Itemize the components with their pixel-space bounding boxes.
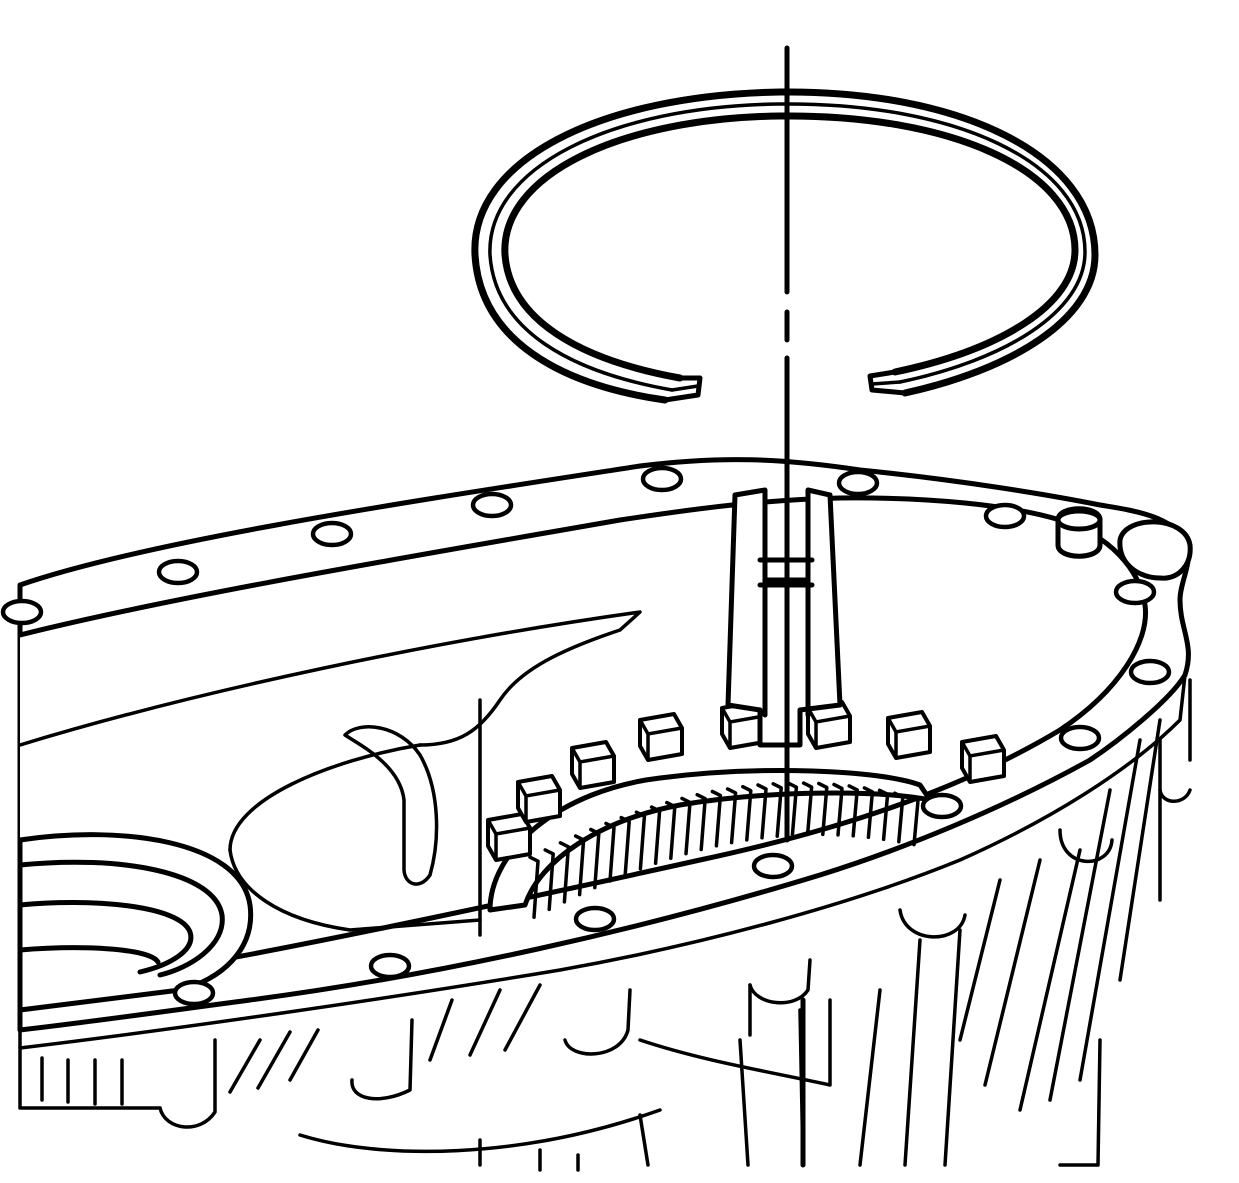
- spline-tooth: [786, 781, 799, 837]
- spline-tooth: [558, 841, 571, 904]
- bolt-hole: [470, 491, 514, 519]
- bearing-lug-set: [486, 700, 1006, 862]
- spline-tooth: [862, 786, 875, 840]
- bolt-hole: [156, 558, 200, 586]
- bolt-hole: [983, 502, 1027, 530]
- spline-tooth: [756, 783, 768, 840]
- spline-tooth: [710, 789, 723, 848]
- bearing-lug: [960, 734, 1006, 784]
- spline-tooth: [817, 781, 829, 837]
- bolt-hole: [0, 598, 44, 626]
- bearing-lug: [516, 774, 562, 824]
- spline-tooth: [543, 848, 555, 912]
- bolt-hole: [751, 852, 795, 880]
- bolt-hole: [1128, 658, 1172, 686]
- spline-tooth: [771, 782, 783, 838]
- bolt-hole: [1113, 578, 1157, 606]
- bolt-hole: [310, 520, 354, 548]
- bearing-lug: [570, 740, 616, 790]
- spline-tooth: [589, 827, 601, 890]
- bearing-lug: [886, 710, 932, 760]
- spline-tooth: [528, 855, 540, 919]
- spline-tooth: [877, 788, 890, 842]
- spline-tooth: [832, 782, 844, 837]
- spline-tooth: [619, 815, 631, 877]
- left-bearing-bore: [17, 832, 254, 1013]
- spline-tooth: [695, 792, 707, 852]
- spline-tooth: [665, 800, 677, 860]
- spline-tooth: [604, 821, 616, 883]
- spline-tooth: [893, 791, 905, 844]
- bolt-hole: [640, 465, 684, 493]
- bolt-hole: [920, 792, 964, 820]
- spline-tooth: [908, 794, 920, 847]
- bolt-hole: [573, 905, 617, 933]
- bolt-hole: [368, 952, 412, 980]
- housing-interior: [18, 610, 642, 937]
- centerline: [784, 45, 806, 1168]
- bearing-lug: [806, 700, 852, 750]
- bearing-lug: [638, 712, 684, 762]
- bolt-hole: [1058, 724, 1102, 752]
- spline-tooth: [847, 784, 859, 838]
- housing-lower-wall: [18, 678, 1192, 1172]
- spline-tooth: [725, 787, 738, 845]
- bolt-hole: [836, 469, 880, 497]
- dowel-boss: [1055, 506, 1193, 581]
- bolt-hole: [172, 979, 216, 1007]
- spline-tooth: [634, 810, 647, 871]
- spline-tooth: [801, 781, 814, 837]
- spline-tooth: [680, 796, 692, 856]
- internal-spline: [487, 768, 933, 919]
- spline-tooth: [573, 834, 586, 897]
- flange-bolt-holes: [0, 465, 1172, 1007]
- snap-ring: [471, 88, 1099, 404]
- spline-tooth: [741, 784, 753, 842]
- spline-tooth: [649, 805, 662, 866]
